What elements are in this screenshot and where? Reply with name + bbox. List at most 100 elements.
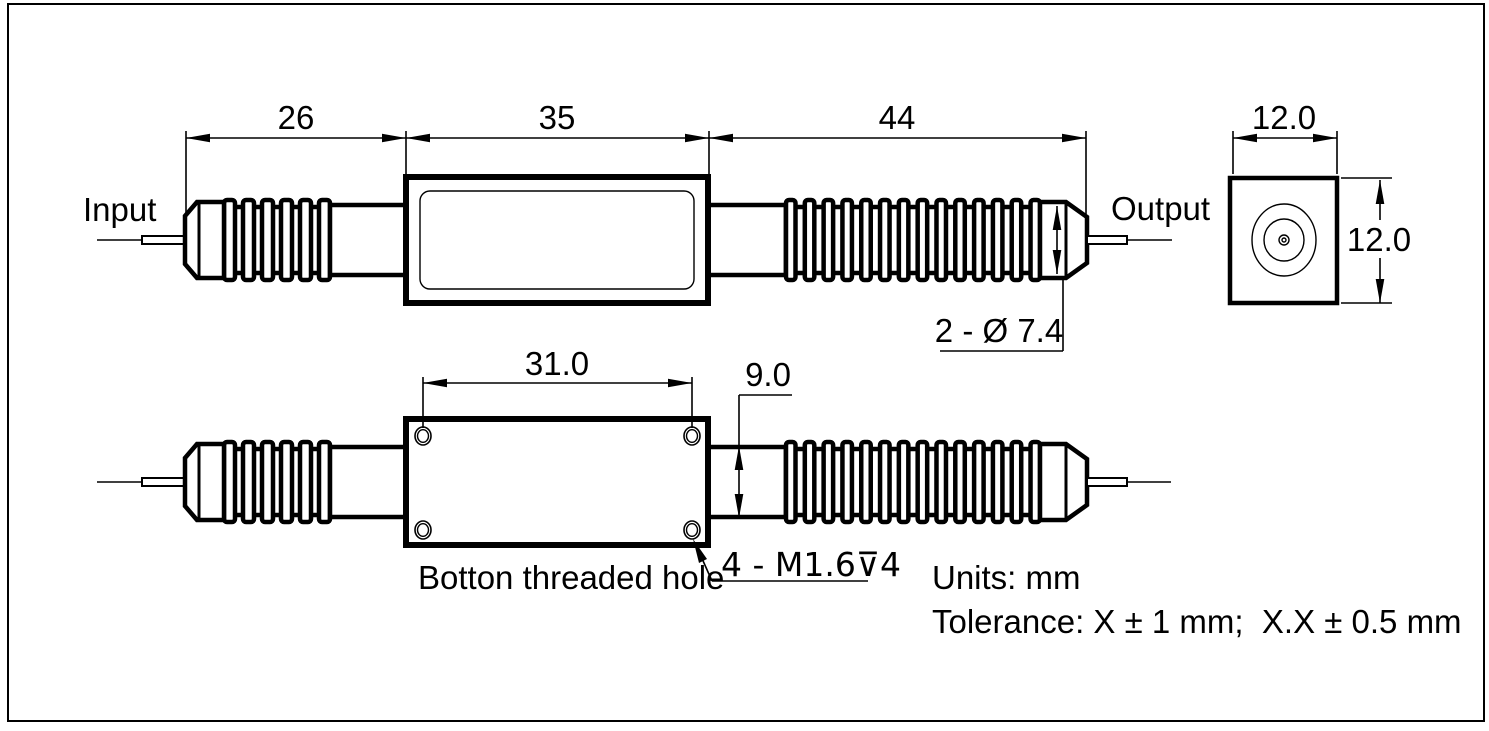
boot-rib — [278, 197, 295, 283]
threaded-hole-minor — [685, 429, 699, 444]
boot-circle-mid — [1263, 218, 1305, 262]
arrowhead — [1375, 279, 1385, 303]
threaded-hole-minor — [685, 523, 699, 538]
threaded-hole — [414, 520, 432, 540]
boot-rib — [953, 197, 968, 283]
threaded-hole-minor — [416, 523, 430, 538]
arrowhead — [1062, 133, 1086, 143]
boot-rib — [971, 439, 986, 525]
arrowhead — [685, 133, 709, 143]
ferrule-nose — [1037, 199, 1090, 281]
boot-rib — [297, 439, 314, 525]
boot-rib — [990, 439, 1005, 525]
boot-connector — [221, 446, 333, 518]
boot-circle-outer — [1251, 203, 1317, 277]
left-boot-ribs — [221, 197, 333, 283]
end-view: 12.0 12.0 — [1227, 99, 1411, 306]
boot-rib — [858, 439, 873, 525]
boot-rib — [1009, 439, 1024, 525]
left-boot-ribs — [221, 439, 333, 525]
boot-rib — [896, 197, 911, 283]
dim-35-label: 35 — [539, 99, 576, 136]
dim-44-label: 44 — [879, 99, 916, 136]
fiber-circle — [1278, 234, 1290, 246]
body-stub — [705, 444, 789, 520]
body-stub — [705, 202, 789, 278]
boot-rib — [877, 197, 892, 283]
boot-rib — [278, 439, 295, 525]
main-body-inner-edge — [419, 190, 695, 290]
end-face-outline — [1227, 175, 1340, 306]
arrowhead — [406, 133, 430, 143]
output-label: Output — [1111, 190, 1210, 227]
dim-hole-spacing-label: 31.0 — [525, 345, 589, 382]
boot-rib — [802, 197, 817, 283]
dim-width-label: 12.0 — [1252, 99, 1316, 136]
boot-rib — [953, 439, 968, 525]
right-boot-ribs — [783, 197, 1043, 283]
arrowhead — [668, 378, 692, 388]
arrowhead — [423, 378, 447, 388]
right-boot-ribs — [783, 439, 1043, 525]
arrowhead — [382, 133, 406, 143]
main-body-outline — [403, 174, 711, 306]
ferrule-nose — [182, 441, 227, 523]
input-fiber-ferrule — [141, 235, 185, 245]
fiber-core-dot — [1281, 237, 1287, 243]
input-label: Input — [83, 191, 156, 228]
boot-rib — [840, 439, 855, 525]
input-fiber-ferrule — [141, 477, 185, 487]
boot-rib — [877, 439, 892, 525]
boot-rib — [821, 439, 836, 525]
boot-rib — [259, 197, 276, 283]
arrowhead — [1052, 250, 1062, 274]
boot-rib — [802, 439, 817, 525]
arrowhead — [1052, 206, 1062, 230]
side-view-top: 26 35 44 Input Output 2 - Ø 7.4 — [83, 99, 1210, 352]
arrowhead — [1233, 133, 1257, 143]
dim-26-label: 26 — [278, 99, 315, 136]
main-body-bottom-face — [403, 416, 711, 548]
arrowhead — [734, 494, 744, 518]
boot-rib — [858, 197, 873, 283]
boot-rib — [971, 197, 986, 283]
units-note: Units: mm — [932, 559, 1081, 596]
output-fiber-ferrule — [1086, 477, 1128, 487]
boot-diameter-note: 2 - Ø 7.4 — [935, 312, 1063, 349]
boot-connector — [221, 204, 333, 276]
arrowhead — [693, 539, 707, 563]
arrowhead — [1375, 180, 1385, 204]
arrowhead — [1313, 133, 1337, 143]
boot-rib — [240, 439, 257, 525]
ferrule-nose — [182, 199, 227, 281]
boot-rib — [990, 197, 1005, 283]
boot-cylinder — [327, 202, 409, 278]
boot-rib — [896, 439, 911, 525]
boot-rib — [840, 197, 855, 283]
notes-block: Units: mm Tolerance: X ± 1 mm; X.X ± 0.5… — [932, 559, 1462, 640]
arrowhead — [709, 133, 733, 143]
boot-rib — [934, 439, 949, 525]
threaded-hole — [683, 520, 701, 540]
arrowhead — [734, 446, 744, 470]
drawing-border — [7, 3, 1485, 722]
arrowhead — [186, 133, 210, 143]
boot-cylinder — [327, 444, 409, 520]
boot-rib — [783, 197, 798, 283]
thread-note: 4 - M1.6⊽4 — [721, 545, 901, 584]
ferrule-nose — [1037, 441, 1090, 523]
boot-rib — [297, 197, 314, 283]
output-fiber-ferrule — [1086, 235, 1128, 245]
boot-rib — [240, 197, 257, 283]
boot-rib — [934, 197, 949, 283]
boot-rib — [821, 197, 836, 283]
boot-rib — [915, 197, 930, 283]
dim-height-label: 12.0 — [1347, 221, 1411, 258]
boot-rib — [783, 439, 798, 525]
bottom-view: 31.0 9.0 4 - M1.6⊽4 Botton threaded hole — [97, 345, 1171, 596]
dim-stub-diameter-label: 9.0 — [745, 356, 791, 393]
boot-rib — [259, 439, 276, 525]
boot-rib — [915, 439, 930, 525]
bottom-caption: Botton threaded hole — [418, 559, 724, 596]
